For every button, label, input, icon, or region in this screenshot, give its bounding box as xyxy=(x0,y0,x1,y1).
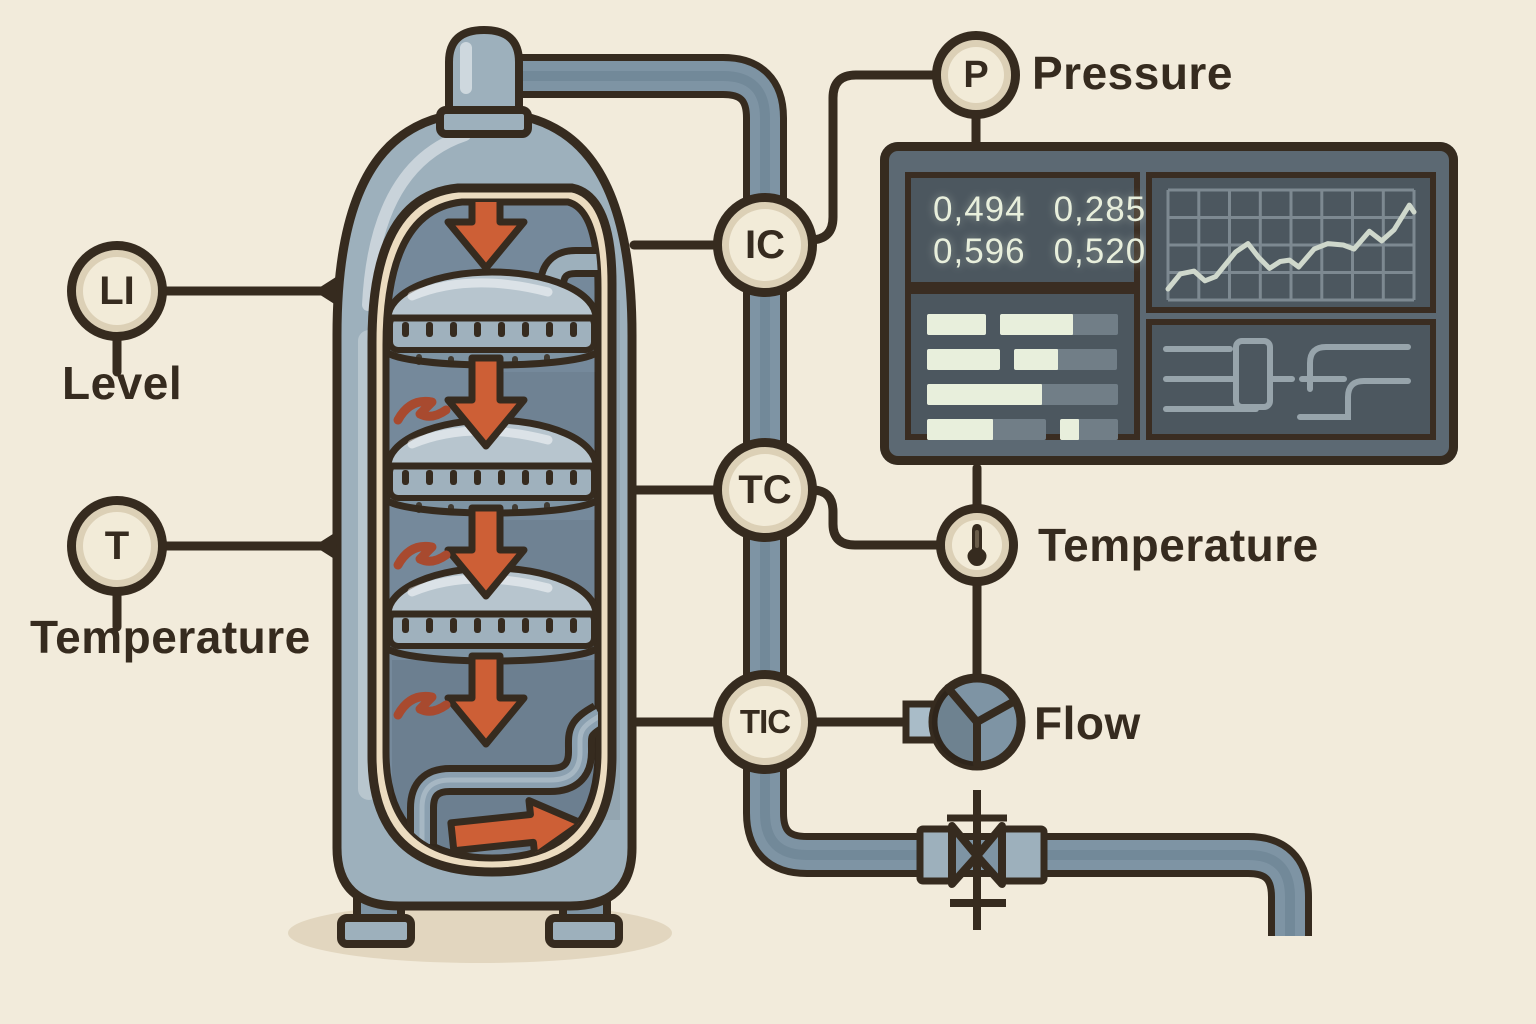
readout-value: 0,494 xyxy=(933,190,1026,229)
readout-value: 0,596 xyxy=(933,232,1026,271)
ic-to-p-line xyxy=(793,70,938,245)
squiggle-icon xyxy=(393,541,451,570)
bar-track xyxy=(927,314,986,335)
bar-rows xyxy=(927,314,1118,440)
pressure-gauge: P xyxy=(932,31,1020,119)
down-arrow-icon xyxy=(444,354,528,450)
bar-display xyxy=(905,288,1140,440)
gauge-label: P xyxy=(963,53,989,96)
squiggle-icon xyxy=(393,396,451,425)
thermometer-gauge xyxy=(936,504,1018,586)
chart-grid xyxy=(1166,188,1416,302)
gauge-label: IC xyxy=(745,222,785,267)
bar-row xyxy=(927,349,1118,370)
schematic-display xyxy=(1146,319,1436,440)
thermometer-icon xyxy=(967,524,987,566)
vessel-neck xyxy=(436,25,532,138)
trend-line xyxy=(1165,202,1417,292)
readout-value: 0,285 xyxy=(1053,190,1147,229)
squiggle-icon xyxy=(393,691,451,720)
flow-label: Flow xyxy=(1034,697,1141,749)
gauge-label: TIC xyxy=(739,703,791,740)
vapor-squiggles xyxy=(393,396,451,720)
bar-fill xyxy=(1060,419,1080,440)
t-arrowhead xyxy=(314,532,336,560)
level-indicator-gauge: LI xyxy=(67,241,167,341)
main-pipe xyxy=(515,54,1312,936)
readout-value: 0,520 xyxy=(1053,232,1147,271)
readout-row: 0,596 0,520 xyxy=(933,232,1145,272)
gauge-label: T xyxy=(104,523,130,568)
bar-row xyxy=(927,384,1118,405)
trend-display xyxy=(1146,172,1436,313)
signal-lines xyxy=(112,70,982,727)
bar-track xyxy=(1060,419,1118,440)
bar-track xyxy=(927,349,1000,370)
bar-track xyxy=(927,419,1047,440)
bar-track xyxy=(927,384,1118,405)
tc-controller-gauge: TC xyxy=(713,438,817,542)
right-arrow-icon xyxy=(447,797,586,858)
bar-fill xyxy=(927,419,993,440)
control-panel: 0,494 0,285 0,596 0,520 xyxy=(880,142,1458,465)
tc-to-thermo-line xyxy=(795,485,944,550)
level-label: Level xyxy=(62,357,183,409)
tic-controller-gauge: TIC xyxy=(713,670,817,774)
readout-row: 0,494 0,285 xyxy=(933,190,1145,230)
gauge-label: TC xyxy=(738,467,792,512)
control-valve-icon xyxy=(916,790,1048,930)
vessel-interior xyxy=(386,202,598,858)
bar-fill xyxy=(927,384,1042,405)
bar-row xyxy=(927,314,1118,335)
downflow-arrows xyxy=(444,202,528,748)
bar-fill xyxy=(1013,349,1058,370)
bar-track xyxy=(1013,349,1117,370)
flow-meter-icon xyxy=(902,673,1026,771)
temperature-gauge: T xyxy=(67,496,167,596)
temperature-label-right: Temperature xyxy=(1038,519,1319,571)
ic-controller-gauge: IC xyxy=(713,193,817,297)
trend-chart xyxy=(1165,188,1417,302)
internal-bottom-pipe xyxy=(407,702,598,844)
tray xyxy=(386,268,598,369)
readout-display: 0,494 0,285 0,596 0,520 xyxy=(905,172,1145,288)
down-arrow-icon xyxy=(444,202,528,272)
pipe-schematic-icon xyxy=(1163,338,1411,420)
li-arrowhead xyxy=(314,277,336,305)
bar-row xyxy=(927,419,1118,440)
bar-fill xyxy=(1000,314,1074,335)
pressure-label: Pressure xyxy=(1032,47,1233,99)
down-arrow-icon xyxy=(444,504,528,600)
temperature-label-left: Temperature xyxy=(30,611,311,663)
down-arrow-icon xyxy=(444,652,528,748)
gauge-label: LI xyxy=(99,268,135,313)
bar-fill xyxy=(927,314,986,335)
bar-fill xyxy=(927,349,1000,370)
bar-track xyxy=(1000,314,1118,335)
